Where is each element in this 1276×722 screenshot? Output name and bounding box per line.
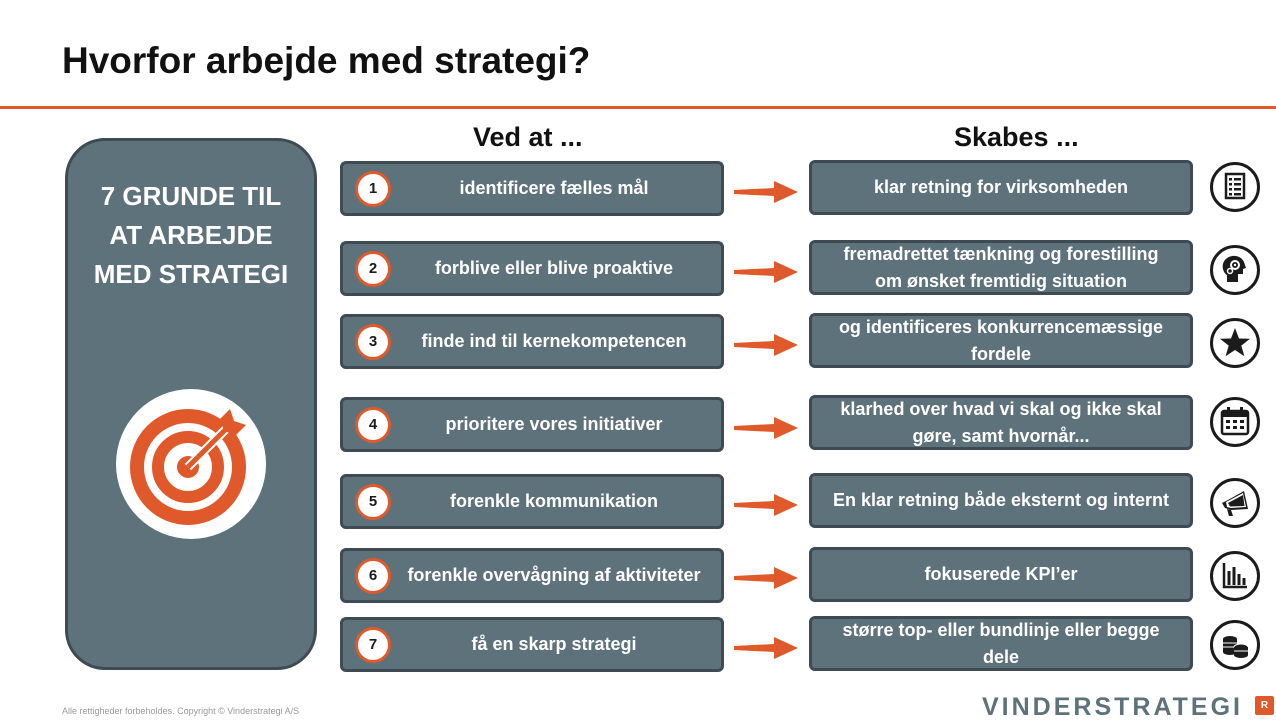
title-divider xyxy=(0,106,1276,109)
megaphone-icon xyxy=(1210,478,1260,528)
list-document-icon xyxy=(1210,162,1260,212)
action-box-1: 1 identificere fælles mål xyxy=(340,161,724,216)
result-box-1: klar retning for virksomheden xyxy=(809,160,1193,215)
result-box-6: fokuserede KPI’er xyxy=(809,547,1193,602)
arrow-icon xyxy=(734,334,798,356)
action-text: forenkle overvågning af aktiviteter xyxy=(407,565,701,585)
slide-title: Hvorfor arbejde med strategi? xyxy=(62,40,591,81)
star-icon xyxy=(1210,318,1260,368)
reasons-panel: 7 GRUNDE TIL AT ARBEJDE MED STRATEGI xyxy=(65,138,317,670)
result-box-7: større top- eller bundlinje eller begge … xyxy=(809,616,1193,671)
result-box-3: og identificeres konkurrencemæssige ford… xyxy=(809,313,1193,368)
step-number: 6 xyxy=(355,557,391,594)
registered-badge: R xyxy=(1255,696,1274,715)
bar-chart-icon xyxy=(1210,551,1260,601)
action-box-6: 6 forenkle overvågning af aktiviteter xyxy=(340,548,724,603)
panel-heading: 7 GRUNDE TIL AT ARBEJDE MED STRATEGI xyxy=(68,177,314,294)
action-box-2: 2 forblive eller blive proaktive xyxy=(340,241,724,296)
column-heading-actions: Ved at ... xyxy=(473,122,583,152)
arrow-icon xyxy=(734,261,798,283)
coins-icon xyxy=(1210,620,1260,670)
copyright-footer: Alle rettigheder forbeholdes. Copyright … xyxy=(62,706,300,716)
action-text: forenkle kommunikation xyxy=(449,491,659,511)
arrow-icon xyxy=(734,637,798,659)
action-box-7: 7 få en skarp strategi xyxy=(340,617,724,672)
action-box-3: 3 finde ind til kernekompetencen xyxy=(340,314,724,369)
step-number: 3 xyxy=(355,323,391,360)
brand-logo: VINDERSTRATEGI xyxy=(982,693,1243,721)
calendar-icon xyxy=(1210,397,1260,447)
target-arrow-icon xyxy=(116,389,266,539)
result-box-4: klarhed over hvad vi skal og ikke skal g… xyxy=(809,395,1193,450)
panel-heading-line-2: AT ARBEJDE xyxy=(109,220,273,250)
step-number: 2 xyxy=(355,250,391,287)
action-box-4: 4 prioritere vores initiativer xyxy=(340,397,724,452)
action-box-5: 5 forenkle kommunikation xyxy=(340,474,724,529)
arrow-icon xyxy=(734,494,798,516)
step-number: 7 xyxy=(355,626,391,663)
step-number: 4 xyxy=(355,406,391,443)
step-number: 1 xyxy=(355,170,391,207)
arrow-icon xyxy=(734,567,798,589)
panel-heading-line-1: 7 GRUNDE TIL xyxy=(100,181,282,211)
column-heading-results: Skabes ... xyxy=(954,122,1079,152)
result-box-2: fremadrettet tænkning og forestilling om… xyxy=(809,240,1193,295)
action-text: forblive eller blive proaktive xyxy=(434,258,674,278)
action-text: finde ind til kernekompetencen xyxy=(421,331,687,351)
action-text: prioritere vores initiativer xyxy=(445,414,663,434)
arrow-icon xyxy=(734,181,798,203)
action-text: få en skarp strategi xyxy=(471,634,637,654)
action-text: identificere fælles mål xyxy=(459,178,649,198)
arrow-icon xyxy=(734,417,798,439)
step-number: 5 xyxy=(355,483,391,520)
head-gears-icon xyxy=(1210,245,1260,295)
result-box-5: En klar retning både eksternt og internt xyxy=(809,473,1193,528)
panel-heading-line-3: MED STRATEGI xyxy=(93,259,289,289)
